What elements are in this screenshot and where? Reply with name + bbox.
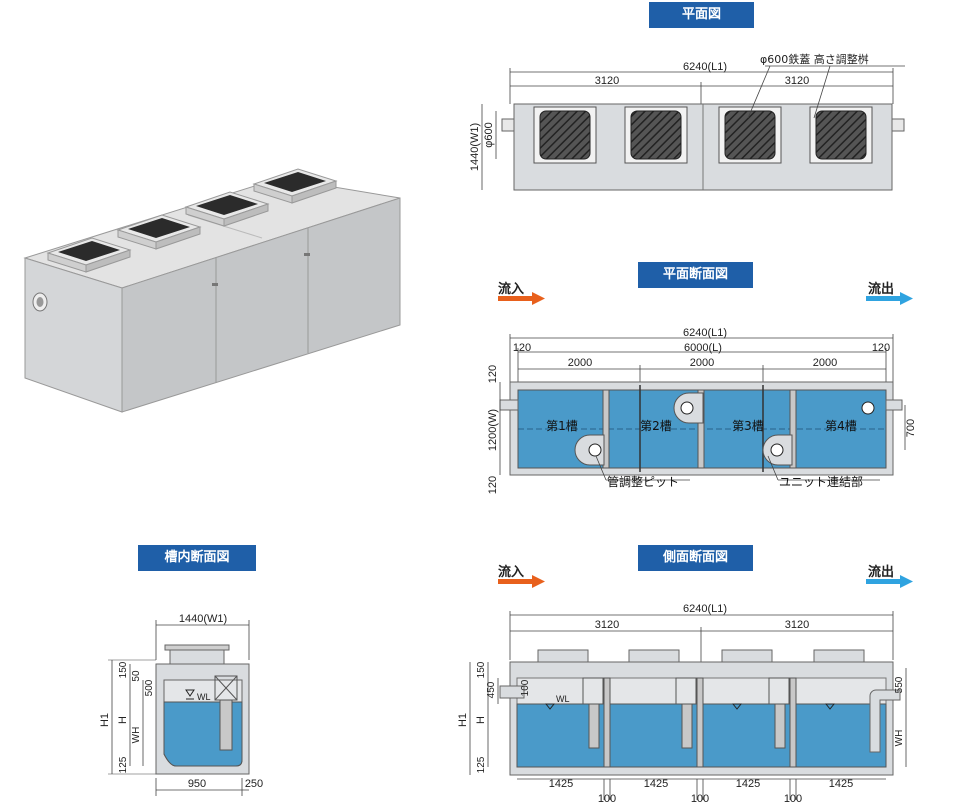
grate-cover-icon: [624, 106, 688, 164]
ss-span-4: 1425: [829, 778, 853, 790]
inflow-label-top: 流入: [498, 282, 525, 297]
tank-section-view: [108, 620, 250, 796]
plan-half-right: 3120: [785, 75, 809, 87]
manhole-cover-icon: [184, 191, 270, 227]
plan-total-length: 6240(L1): [683, 61, 727, 73]
ps-wall-top: 120: [487, 365, 499, 383]
plan-cover-size: φ600: [483, 122, 495, 148]
ps-chamber-2: 第2槽: [640, 419, 672, 433]
ps-span-2: 2000: [690, 357, 714, 369]
ss-half-left: 3120: [595, 619, 619, 631]
manhole-cover-icon: [252, 168, 338, 204]
outflow-arrow-top: [866, 292, 913, 305]
ss-h1: H1: [457, 713, 469, 727]
ps-callout-pit: 管調整ピット: [607, 474, 679, 489]
tank-section-title-badge: 槽内断面図: [138, 545, 256, 571]
pipe-pit-icon: [673, 392, 704, 424]
ts-h: H: [117, 716, 129, 724]
ts-bottom-950: 950: [188, 778, 206, 790]
ss-wh: WH: [894, 730, 905, 747]
grate-cover-icon: [718, 106, 782, 164]
ps-wall-bottom: 120: [487, 476, 499, 494]
ts-dim-150: 150: [118, 661, 129, 678]
ps-chamber-4: 第4槽: [825, 419, 857, 433]
ps-total-length: 6240(L1): [683, 327, 727, 339]
ps-span-3: 2000: [813, 357, 837, 369]
plan-cover-label: φ600鉄蓋 高さ調整桝: [760, 52, 869, 66]
ss-total-length: 6240(L1): [683, 603, 727, 615]
ss-dim-150: 150: [476, 661, 487, 678]
ps-pipe-offset: 700: [905, 419, 917, 437]
ss-span-3: 1425: [736, 778, 760, 790]
inflow-label-bottom: 流入: [498, 565, 525, 580]
ss-half-right: 3120: [785, 619, 809, 631]
ts-dim-50: 50: [131, 670, 142, 682]
ps-chamber-1: 第1槽: [546, 419, 578, 433]
ps-wall-left: 120: [513, 342, 531, 354]
ps-callout-joint: ユニット連結部: [779, 474, 863, 489]
ps-chamber-3: 第3槽: [732, 419, 764, 433]
outflow-label-bottom: 流出: [868, 565, 895, 580]
ss-gap-2: 100: [691, 793, 709, 805]
outflow-arrow-bottom: [866, 575, 913, 588]
grate-cover-icon: [533, 106, 597, 164]
ts-bottom-250: 250: [245, 778, 263, 790]
ss-span-2: 1425: [644, 778, 668, 790]
ss-gap-3: 100: [784, 793, 802, 805]
grate-cover-icon: [809, 106, 873, 164]
side-section-view: [469, 611, 907, 800]
plan-view: [481, 65, 905, 191]
ss-span-1: 1425: [549, 778, 573, 790]
ps-span-1: 2000: [568, 357, 592, 369]
manhole-cover-icon: [116, 214, 202, 250]
inflow-arrow-top: [498, 292, 545, 305]
ts-width: 1440(W1): [179, 613, 227, 625]
plan-width: 1440(W1): [469, 123, 481, 171]
isometric-tank-view: [23, 168, 401, 413]
ts-dim-125: 125: [118, 756, 129, 773]
ss-dim-125: 125: [476, 756, 487, 773]
outflow-label-top: 流出: [868, 282, 895, 297]
ts-wl: WL: [197, 692, 211, 702]
ss-dim-100: 100: [520, 679, 531, 696]
ps-wall-right: 120: [872, 342, 890, 354]
plan-section-view: [499, 334, 906, 481]
ss-gap-1: 100: [598, 793, 616, 805]
inflow-arrow-bottom: [498, 575, 545, 588]
ps-inner-width: 1200(W): [487, 409, 499, 451]
pipe-pit-icon: [574, 434, 605, 466]
plan-half-left: 3120: [595, 75, 619, 87]
ts-h1: H1: [99, 713, 111, 727]
ps-inner-length: 6000(L): [684, 342, 722, 354]
ss-h: H: [475, 716, 487, 724]
ss-wl: WL: [556, 694, 570, 704]
plan-title-badge: 平面図: [649, 2, 754, 28]
ts-wh: WH: [131, 727, 142, 744]
ss-dim-450: 450: [486, 681, 497, 698]
ss-dim-550: 550: [894, 676, 905, 693]
ts-dim-500: 500: [144, 679, 155, 696]
plan-section-title-badge: 平面断面図: [638, 262, 753, 288]
side-section-title-badge: 側面断面図: [638, 545, 753, 571]
pipe-pit-icon: [762, 434, 793, 466]
manhole-cover-icon: [46, 237, 132, 273]
